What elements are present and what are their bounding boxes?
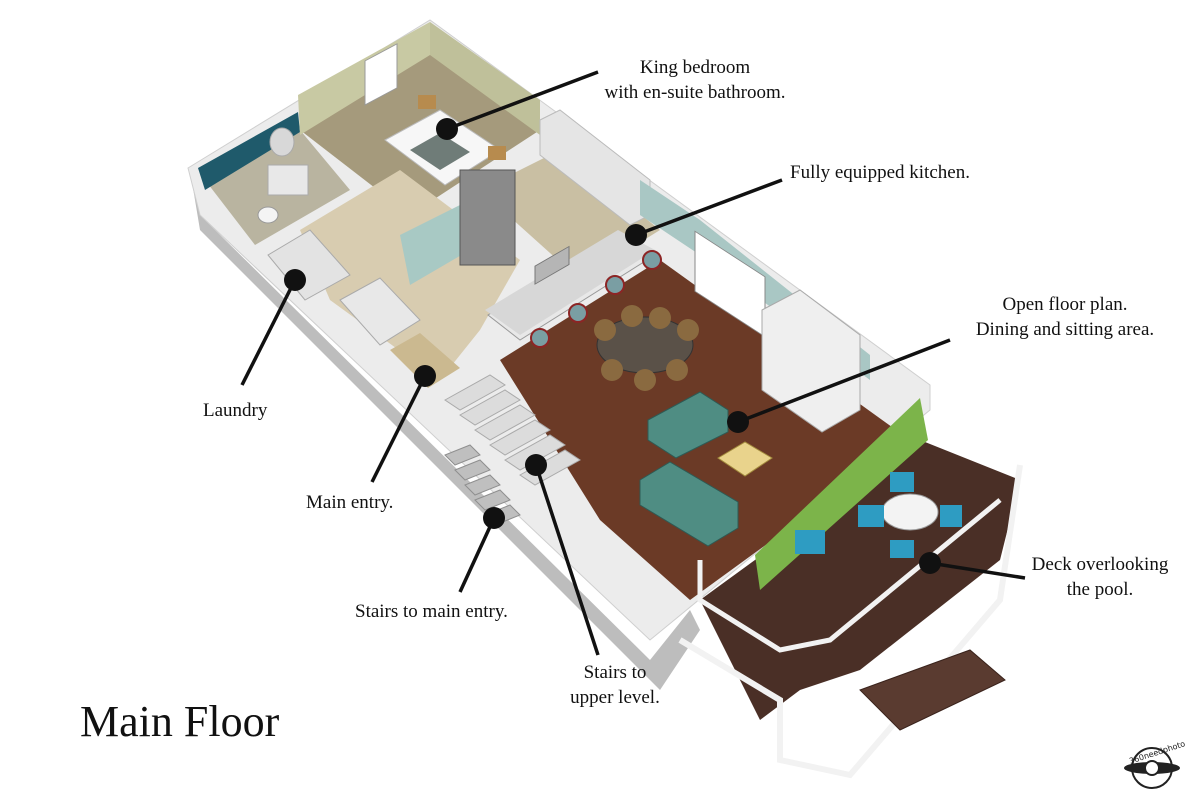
bedroom-right-wall [430,22,540,135]
page-title: Main Floor [80,697,280,746]
kitchen-sink [534,245,570,285]
bed-runner [410,133,470,170]
label-stairs-upper: Stairs to upper level. [570,662,660,708]
kitchen-island-top [485,230,655,335]
large-window [694,230,766,338]
callout-lines [240,70,1026,656]
dining-chair-6 [634,369,656,391]
nightstand-left [418,95,436,109]
dining-chair-7 [666,359,688,381]
watermark-logo [1124,747,1180,789]
deck-chair-3 [890,472,914,492]
sofa [639,461,739,547]
coffee-table [717,441,773,477]
dining-chair-5 [601,359,623,381]
callout-line-open-plan [737,338,951,424]
entry-closet [339,277,421,346]
interior-partition [400,205,470,285]
deck-railing-inner [697,498,1002,653]
callout-dot-stairs-main-entry [483,507,505,529]
callout-line-deck [929,561,1026,580]
deck-chair-1 [795,530,825,554]
loveseat [647,391,729,459]
tv-console [761,289,861,433]
dining-chair-4 [677,319,699,341]
dining-chair-1 [594,319,616,341]
bar-stool-4 [642,250,662,270]
callout-line-stairs-upper [534,464,600,656]
dining-chair-3 [649,307,671,329]
refrigerator [459,169,516,266]
label-deck: Deck overlooking the pool. [1031,554,1169,600]
bar-stool-1 [530,328,550,348]
label-bedroom: King bedroom with en-suite bathroom. [604,57,786,103]
bar-stool-3 [605,275,625,295]
nightstand-right [488,146,506,160]
deck-railing-front [678,464,1023,779]
label-kitchen: Fully equipped kitchen. [790,162,970,183]
callout-line-main-entry [370,375,427,483]
deck-stairs [859,649,1006,731]
stairs-upper-level [444,374,581,486]
callout-dot-stairs-upper [525,454,547,476]
bathroom-vanity [267,164,309,196]
callout-dot-main-entry [414,365,436,387]
label-open-plan: Open floor plan. Dining and sitting area… [975,294,1155,340]
callout-dot-deck [919,552,941,574]
deck-chair-4 [940,505,962,527]
deck-chair-2 [858,505,884,527]
bathroom-mirror [269,127,295,157]
callout-dot-kitchen [625,224,647,246]
callout-dot-bedroom [436,118,458,140]
entry-mat [390,333,460,388]
toilet [257,206,279,224]
deck-chair-5 [890,540,914,558]
dining-chair-2 [621,305,643,327]
patio-table [881,493,939,531]
callout-line-kitchen [635,178,783,237]
callout-dot-laundry [284,269,306,291]
bedroom-window [364,43,398,106]
label-main-entry: Main entry. [306,492,394,513]
label-laundry: Laundry [203,400,268,421]
label-stairs-main-entry: Stairs to main entry. [355,601,508,622]
callout-dot-open-plan [727,411,749,433]
callout-line-stairs-main-entry [458,517,496,593]
bar-stool-2 [568,303,588,323]
callout-line-bedroom [446,70,599,131]
callout-line-laundry [240,279,297,386]
